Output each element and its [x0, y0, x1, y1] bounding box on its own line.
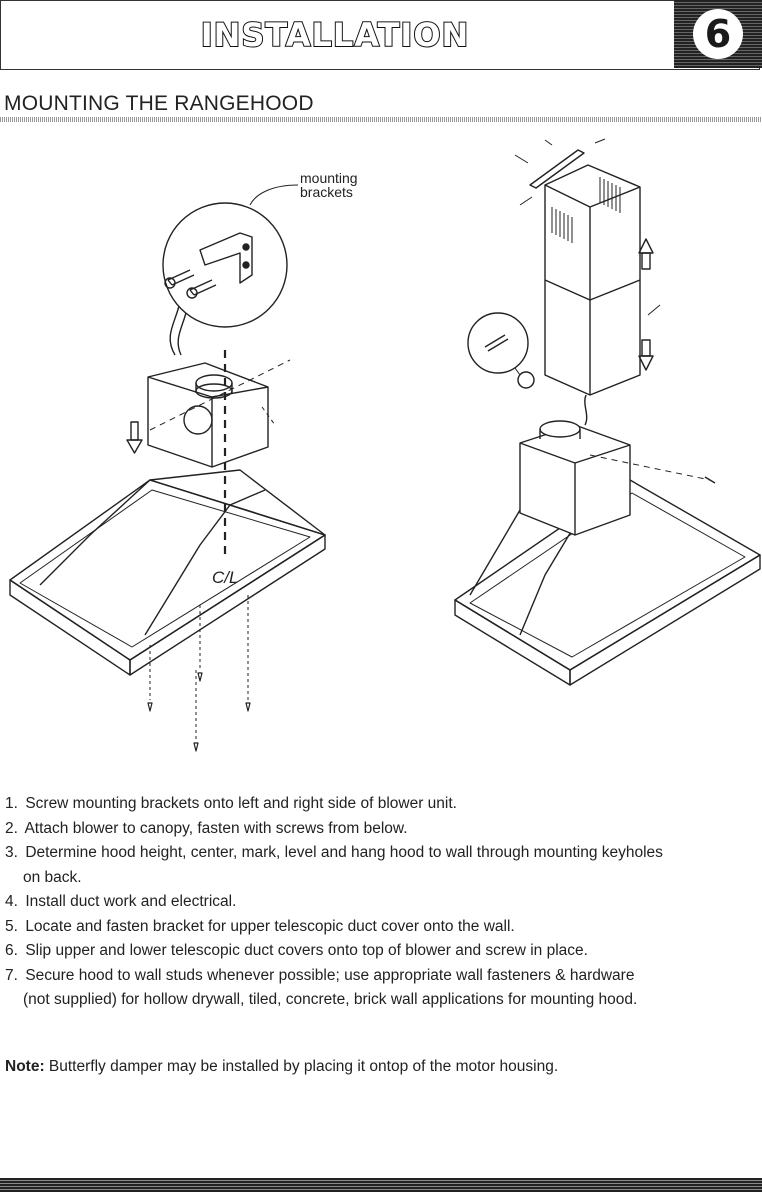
note: Note: Butterfly damper may be installed … — [5, 1058, 558, 1076]
left-canopy-illustration — [9, 469, 326, 676]
down-arrow-right — [638, 339, 654, 371]
footer-bar — [0, 1178, 762, 1192]
down-arrow-left — [126, 421, 143, 454]
telescopic-duct-cover — [544, 164, 641, 426]
page-number: 6 — [693, 9, 743, 59]
list-item: 5. Locate and fasten bracket for upper t… — [5, 917, 515, 935]
bracket-detail-circle — [162, 202, 288, 328]
list-item: 6. Slip upper and lower telescopic duct … — [5, 942, 588, 959]
left-blower-unit — [147, 284, 269, 468]
header-bar: INSTALLATION — [0, 0, 760, 70]
installation-steps: 1. Screw mounting brackets onto left and… — [5, 792, 755, 1013]
section-title: MOUNTING THE RANGEHOOD — [4, 92, 314, 115]
centerline-label: C/L — [212, 568, 238, 587]
list-item: 3. Determine hood height, center, mark, … — [5, 844, 663, 886]
right-blower-unit — [519, 420, 716, 536]
page-number-badge: 6 — [674, 0, 762, 68]
callout-label-mounting: mounting — [300, 170, 358, 186]
section-divider — [0, 117, 762, 122]
list-item: 7. Secure hood to wall studs whenever po… — [5, 966, 638, 1009]
callout-label-brackets: brackets — [300, 184, 353, 200]
note-text: Butterfly damper may be installed by pla… — [48, 1058, 559, 1075]
installation-diagram: mounting brackets C/L — [9, 138, 761, 752]
up-arrow-right — [638, 238, 654, 270]
list-item: 4. Install duct work and electrical. — [5, 893, 237, 910]
top-wall-bracket — [514, 138, 606, 206]
list-item: 1. Screw mounting brackets onto left and… — [5, 795, 457, 812]
note-label: Note: — [5, 1058, 45, 1075]
list-item: 2. Attach blower to canopy, fasten with … — [5, 819, 408, 837]
page-header-title: INSTALLATION — [200, 15, 470, 55]
screw-detail-circle — [467, 312, 535, 389]
